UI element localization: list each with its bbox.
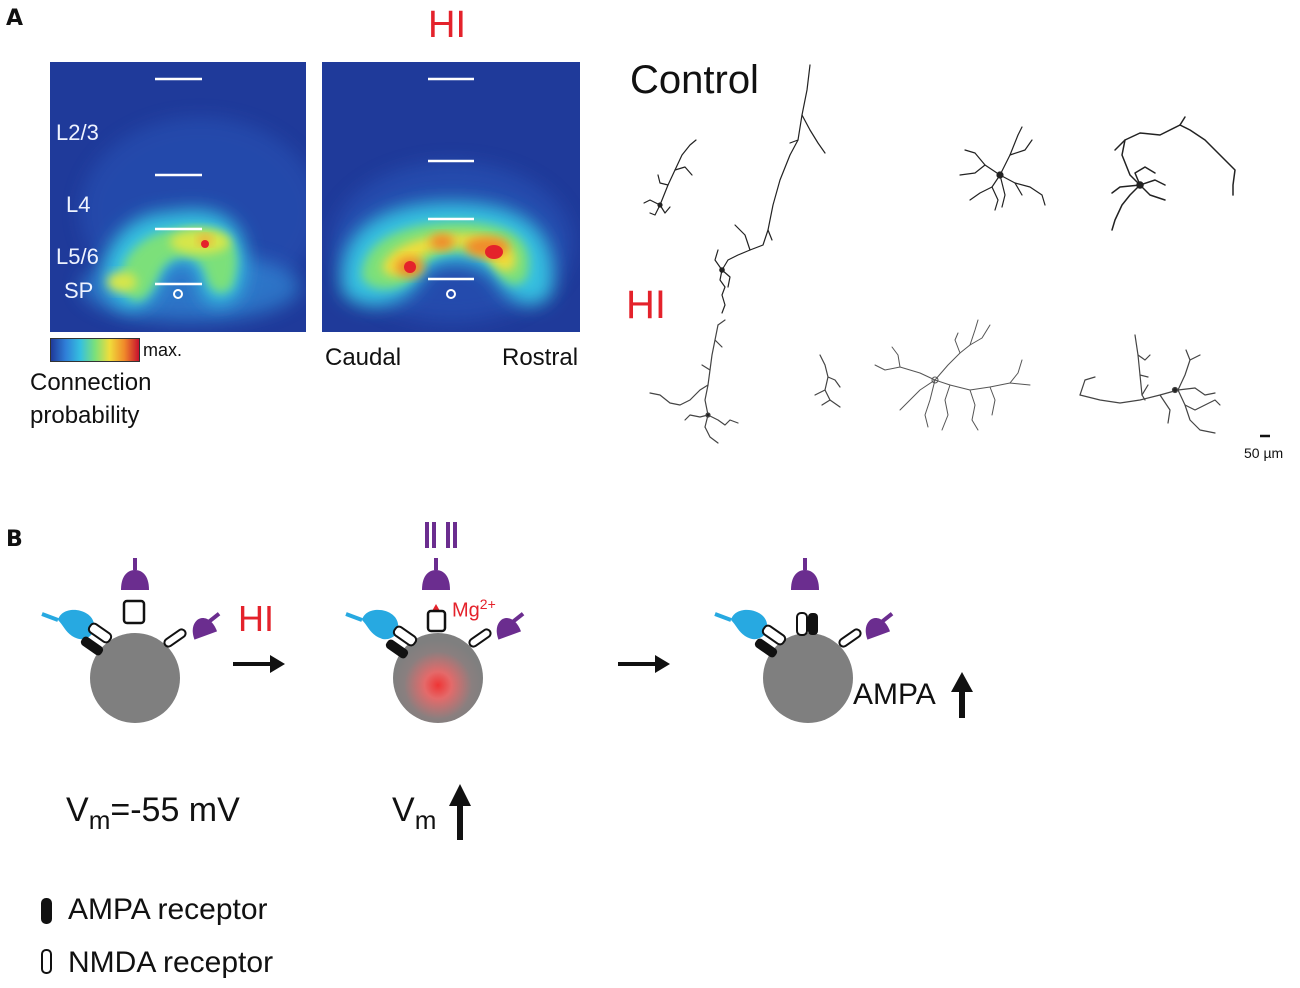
purple-terminal-top [119, 556, 151, 592]
block-symbol-icon [425, 522, 457, 548]
hi-neuron-2 [814, 354, 841, 408]
axis-caudal-label: Caudal [325, 344, 402, 371]
vm-rest-subscript: m [88, 804, 111, 835]
neuron-baseline [40, 556, 221, 723]
hi-neuron-1 [649, 319, 739, 444]
legend-ampa-label: AMPA receptor [68, 893, 268, 926]
synapse-diagram [40, 522, 973, 723]
axis-rostral-label: Rostral [502, 344, 579, 371]
vm-up-label: Vm [392, 791, 436, 836]
vm-up-symbol: V [392, 791, 415, 829]
receptor-legend-icons [41, 898, 52, 974]
layer-label-l4: L4 [66, 192, 91, 217]
control-connection-heatmap: L2/3 L4 L5/6 SP [50, 62, 306, 332]
colorbar-max-label: max. [143, 340, 183, 360]
vm-rest-value: =-55 mV [110, 791, 240, 829]
colorbar-caption-line2: probability [30, 402, 140, 429]
soma-depolarized [393, 633, 483, 723]
ampa-increase-label: AMPA [853, 678, 936, 711]
control-neuron-4 [1111, 116, 1236, 231]
mg-charge: 2+ [479, 596, 496, 612]
vm-up-arrow-icon [449, 784, 471, 840]
neuron-hi-depolarized [344, 522, 525, 723]
nmda-receptor-icon [41, 949, 52, 974]
vm-rest-label: Vm=-55 mV [66, 791, 240, 836]
colorbar [50, 338, 140, 362]
ampa-receptor-icon [41, 898, 52, 924]
control-neuron-1 [643, 139, 697, 216]
soma-baseline [90, 633, 180, 723]
panel-b-letter: B [6, 527, 23, 552]
hi-connection-heatmap [322, 62, 580, 332]
heatmap-hi-title: HI [428, 4, 466, 46]
arrow-to-hi-state [233, 655, 285, 673]
scale-bar-label: 50 µm [1244, 445, 1284, 461]
hi-neuron-3 [874, 319, 1031, 431]
vm-up-subscript: m [414, 804, 437, 835]
neuron-reconstructions [643, 64, 1270, 444]
hi-condition-label: HI [238, 598, 274, 639]
control-neuron-2 [714, 64, 826, 314]
layer-label-l56: L5/6 [56, 244, 99, 269]
arrow-to-potentiated-state [618, 655, 670, 673]
panel-a-letter: A [6, 6, 24, 31]
nmda-receptor-top [122, 599, 146, 625]
mg-symbol: Mg [452, 599, 480, 622]
hi-neuron-4 [1079, 334, 1221, 434]
colorbar-caption-line1: Connection [30, 369, 152, 396]
legend-nmda-label: NMDA receptor [68, 946, 274, 979]
neuron-potentiated [713, 556, 973, 723]
mg-ion-label: Mg2+ [452, 596, 496, 623]
cyan-terminal [40, 607, 97, 642]
hi-neurons-label: HI [626, 283, 666, 327]
layer-label-sp: SP [64, 278, 94, 303]
control-neuron-3 [959, 126, 1046, 211]
control-label: Control [630, 58, 759, 102]
vm-rest-symbol: V [66, 791, 89, 829]
layer-label-l23: L2/3 [56, 120, 99, 145]
